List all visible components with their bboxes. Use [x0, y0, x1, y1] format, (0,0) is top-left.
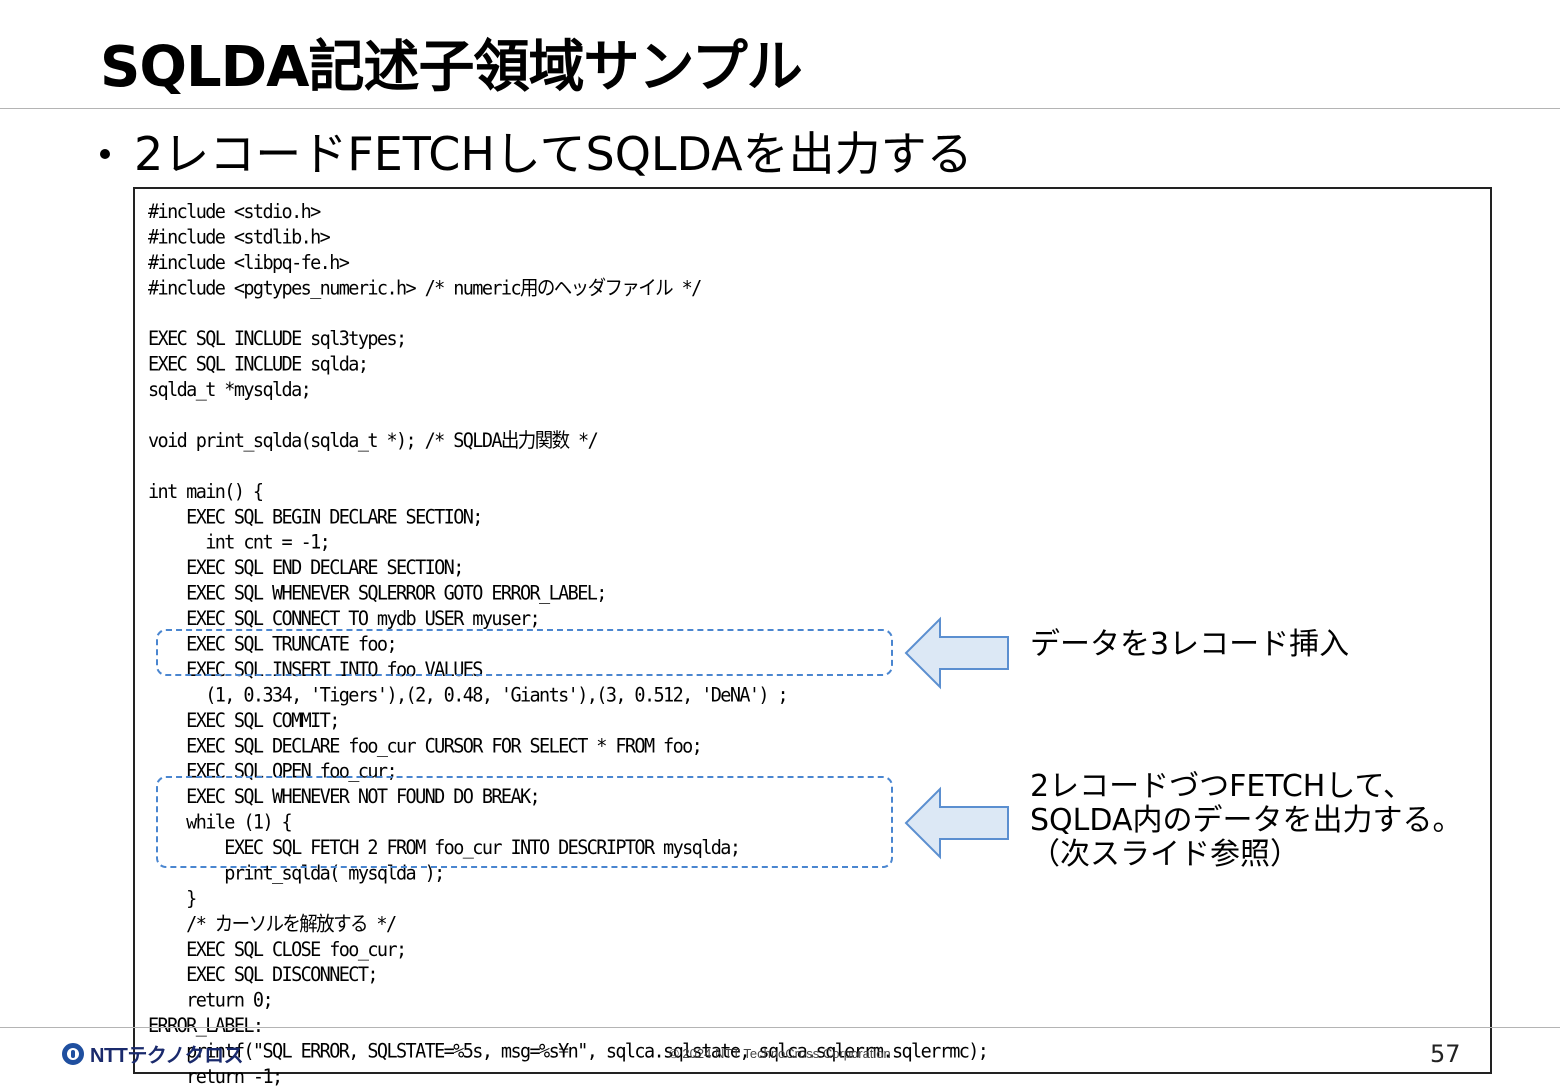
code-line: EXEC SQL BEGIN DECLARE SECTION;: [148, 506, 483, 529]
insert-highlight-box: [156, 629, 893, 676]
code-line: ERROR_LABEL:: [148, 1015, 264, 1038]
insert-callout: データを3レコード挿入: [1030, 627, 1350, 662]
code-line: EXEC SQL TRUNCATE foo;: [148, 633, 397, 656]
code-line: printf("SQL ERROR, SQLSTATE=%5s, msg=%s¥…: [148, 1040, 989, 1063]
code-line: #include <stdlib.h>: [148, 226, 331, 249]
code-line: EXEC SQL WHENEVER SQLERROR GOTO ERROR_LA…: [148, 582, 607, 605]
code-line: }: [148, 887, 197, 911]
code-line: EXEC SQL CLOSE foo_cur;: [148, 938, 407, 962]
code-line: print_sqlda( mysqlda );: [148, 862, 445, 885]
footer-divider: [0, 1027, 1560, 1028]
fetch-callout-line: 2レコードづつFETCHして、: [1030, 769, 1413, 804]
fetch-callout-line: SQLDA内のデータを出力する。: [1030, 803, 1463, 838]
code-line: EXEC SQL FETCH 2 FROM foo_cur INTO DESCR…: [148, 837, 741, 860]
code-line: EXEC SQL CONNECT TO mydb USER myuser;: [148, 608, 541, 631]
slide-title: SQLDA記述子領域サンプル: [100, 35, 803, 100]
page-number: 57: [1430, 1040, 1461, 1068]
code-line: return 0;: [148, 989, 273, 1012]
code-line: /* カーソルを解放する */: [148, 913, 397, 936]
code-line: [148, 302, 987, 327]
code-line: #include <libpq-fe.h>: [148, 251, 350, 275]
left-arrow-icon: [904, 786, 1009, 860]
code-line: EXEC SQL WHENEVER NOT FOUND DO BREAK;: [148, 786, 541, 809]
code-line: EXEC SQL DECLARE foo_cur CURSOR FOR SELE…: [148, 735, 703, 758]
code-line: return -1;: [148, 1066, 283, 1089]
bullet-text: 2レコードFETCHしてSQLDAを出力する: [134, 127, 973, 181]
left-arrow-icon: [904, 616, 1009, 690]
copyright-text: © 2024 NTT TechnoCross Corporation: [669, 1046, 891, 1061]
code-line: EXEC SQL COMMIT;: [148, 709, 340, 733]
code-line: int main() {: [148, 480, 264, 504]
code-line: #include <pgtypes_numeric.h> /* numeric用…: [148, 277, 702, 300]
code-line: void print_sqlda(sqlda_t *); /* SQLDA出力関…: [148, 430, 599, 453]
code-line: (1, 0.334, 'Tigers'),(2, 0.48, 'Giants')…: [148, 684, 788, 707]
company-logo: NTTテクノクロス: [62, 1039, 244, 1068]
code-line: int cnt = -1;: [148, 531, 331, 555]
fetch-highlight-box: [156, 776, 893, 868]
code-line: sqlda_t *mysqlda;: [148, 379, 312, 402]
code-line: EXEC SQL INCLUDE sqlda;: [148, 353, 369, 376]
code-line: EXEC SQL INCLUDE sql3types;: [148, 328, 407, 351]
fetch-callout-line: （次スライド参照）: [1030, 837, 1300, 872]
bullet-item: 2レコードFETCHしてSQLDAを出力する: [100, 118, 973, 184]
code-line: while (1) {: [148, 811, 293, 834]
code-line: [148, 454, 987, 479]
code-line: #include <stdio.h>: [148, 201, 321, 224]
code-line: EXEC SQL DISCONNECT;: [148, 964, 378, 987]
fetch-callout: 2レコードづつFETCHして、 SQLDA内のデータを出力する。 （次スライド参…: [1030, 770, 1462, 872]
bullet-dot-icon: [100, 149, 110, 159]
logo-text: NTTテクノクロス: [90, 1045, 244, 1067]
ntt-logo-icon: [62, 1042, 84, 1065]
code-line: [148, 404, 987, 429]
title-divider: [0, 108, 1560, 109]
code-line: EXEC SQL END DECLARE SECTION;: [148, 557, 464, 580]
